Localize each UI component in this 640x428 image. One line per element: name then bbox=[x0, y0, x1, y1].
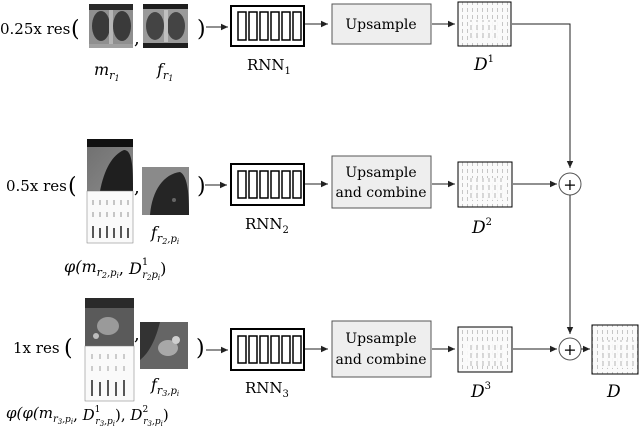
final-deformation-field bbox=[591, 324, 639, 375]
fixed-image-r2 bbox=[142, 167, 189, 215]
open-paren-3: ( bbox=[64, 336, 73, 361]
sum-node-1: + bbox=[558, 172, 582, 196]
svg-text:+: + bbox=[563, 340, 576, 359]
svg-text:Upsample: Upsample bbox=[345, 331, 416, 347]
svg-text:and combine: and combine bbox=[335, 185, 426, 201]
output-label-3: D3 bbox=[470, 381, 491, 402]
svg-text:and combine: and combine bbox=[335, 352, 426, 368]
res-label-1: 0.25x res bbox=[0, 20, 70, 38]
svg-text:Upsample: Upsample bbox=[345, 165, 416, 181]
fixed-image-r1 bbox=[143, 4, 188, 48]
comma-3: , bbox=[134, 324, 140, 345]
process-box-3: Upsample and combine bbox=[331, 320, 432, 378]
sum-node-2: + bbox=[558, 337, 582, 361]
input2-label-r2: fr2,pi bbox=[150, 223, 179, 246]
process-box-2: Upsample and combine bbox=[331, 155, 432, 209]
rnn-block-1 bbox=[230, 5, 305, 47]
moving-image-r3 bbox=[84, 298, 135, 402]
deformation-field-1 bbox=[457, 1, 512, 47]
res-label-3: 1x res bbox=[13, 339, 60, 357]
comma-2: , bbox=[134, 177, 140, 198]
input1-label-r1: mr1 bbox=[94, 60, 120, 83]
res-label-2: 0.5x res bbox=[6, 177, 67, 195]
output-label-1: D1 bbox=[473, 54, 494, 75]
process-box-1: Upsample bbox=[331, 3, 432, 45]
close-paren-1: ) bbox=[197, 17, 206, 42]
fixed-image-r3 bbox=[140, 322, 188, 369]
close-paren-2: ) bbox=[197, 174, 206, 199]
rnn-label-1: RNN1 bbox=[247, 56, 291, 77]
svg-text:+: + bbox=[563, 175, 576, 194]
row-0.25x: 0.25x res ( , ) mr1 fr1 bbox=[0, 1, 574, 168]
final-output-label: D bbox=[606, 382, 621, 402]
moving-image-r2 bbox=[86, 139, 134, 244]
input2-label-r1: fr1 bbox=[156, 60, 173, 83]
moving-image-r1 bbox=[89, 4, 133, 48]
open-paren-2: ( bbox=[68, 174, 77, 199]
rnn-block-3 bbox=[230, 328, 305, 371]
deformation-field-2 bbox=[457, 161, 513, 208]
comma-1: , bbox=[134, 28, 140, 49]
output-label-2: D2 bbox=[471, 217, 492, 238]
svg-text:Upsample: Upsample bbox=[345, 17, 416, 33]
deformation-field-3 bbox=[457, 326, 513, 373]
rnn-block-2 bbox=[230, 163, 305, 206]
rnn-label-3: RNN3 bbox=[245, 379, 289, 400]
rnn-label-2: RNN2 bbox=[245, 215, 289, 236]
open-paren-1: ( bbox=[71, 17, 80, 42]
close-paren-3: ) bbox=[196, 336, 205, 361]
input2-label-r3: fr3,pi bbox=[150, 375, 179, 398]
